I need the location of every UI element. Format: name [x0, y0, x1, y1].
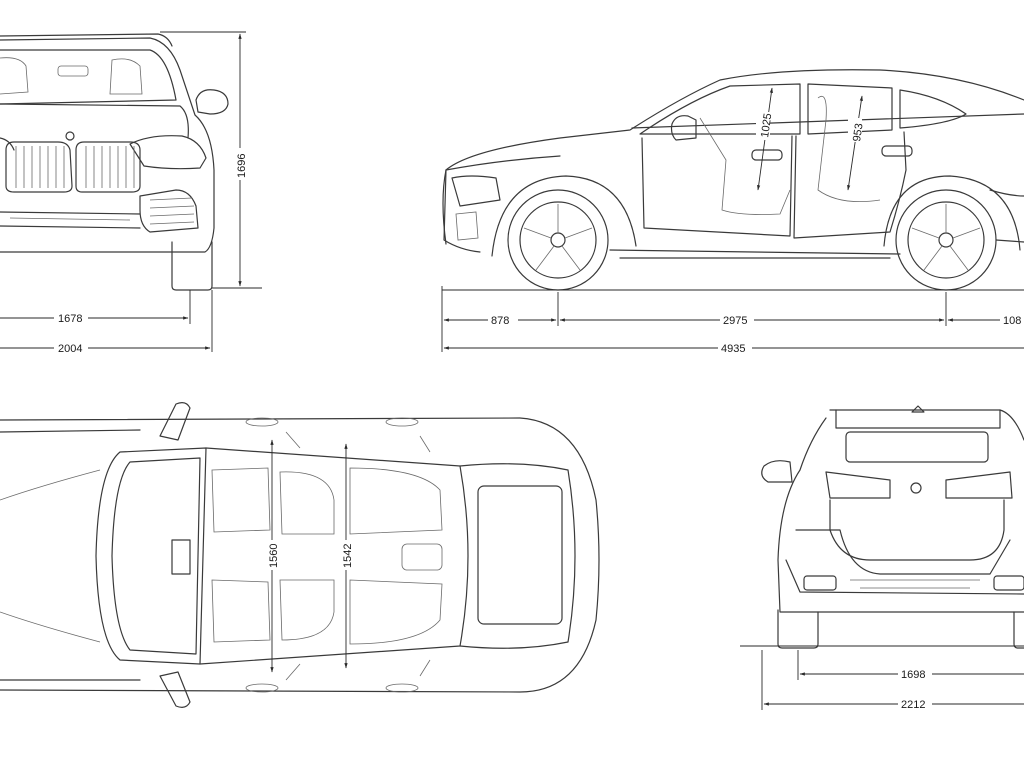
rear-view	[761, 405, 1024, 649]
side-mirror-icon	[159, 402, 191, 441]
rear-headroom-dimension: 953	[847, 95, 866, 191]
height-label: 1696	[236, 154, 248, 178]
rear-track-label: 1698	[901, 669, 925, 681]
wheelbase-label: 2975	[723, 315, 747, 327]
brand-logo-icon	[65, 131, 75, 141]
rear-width-dimension: 2212	[761, 650, 1024, 711]
side-mirror-icon	[761, 460, 793, 483]
grille-icon	[5, 141, 141, 193]
rear-headroom-label: 953	[851, 123, 865, 143]
front-track-dimension: 1678	[0, 290, 191, 325]
top-view	[0, 402, 600, 708]
side-mirror-icon	[670, 115, 697, 141]
front-seat-icon	[0, 57, 143, 95]
side-mirror-icon	[159, 671, 191, 708]
front-headroom-dimension: 1025	[756, 87, 774, 191]
front-view	[0, 33, 229, 291]
front-shoulder-dimension: 1560	[264, 439, 280, 673]
rear-track-dimension: 1698	[740, 645, 1024, 681]
front-headroom-label: 1025	[759, 113, 774, 139]
rear-shoulder-dimension: 1542	[338, 443, 354, 669]
front-width-label: 2004	[58, 343, 82, 355]
rear-wheel-icon	[895, 189, 997, 291]
front-overhang-label: 878	[491, 315, 509, 327]
rear-overhang-label: 108	[1003, 315, 1021, 327]
seats-icon	[211, 467, 443, 645]
side-length-dimensions: 878 2975 108 4935	[441, 286, 1024, 355]
front-width-dimension: 2004	[0, 290, 213, 355]
side-view	[442, 69, 1024, 259]
side-mirror-icon	[195, 89, 229, 115]
length-label: 4935	[721, 343, 745, 355]
brand-logo-icon	[910, 482, 922, 494]
front-track-label: 1678	[58, 313, 82, 325]
front-wheel-icon	[507, 189, 609, 291]
front-height-dimension: 1696	[160, 31, 262, 289]
rear-width-label: 2212	[901, 699, 925, 711]
rear-shoulder-label: 1542	[342, 544, 354, 568]
front-shoulder-label: 1560	[268, 544, 280, 568]
